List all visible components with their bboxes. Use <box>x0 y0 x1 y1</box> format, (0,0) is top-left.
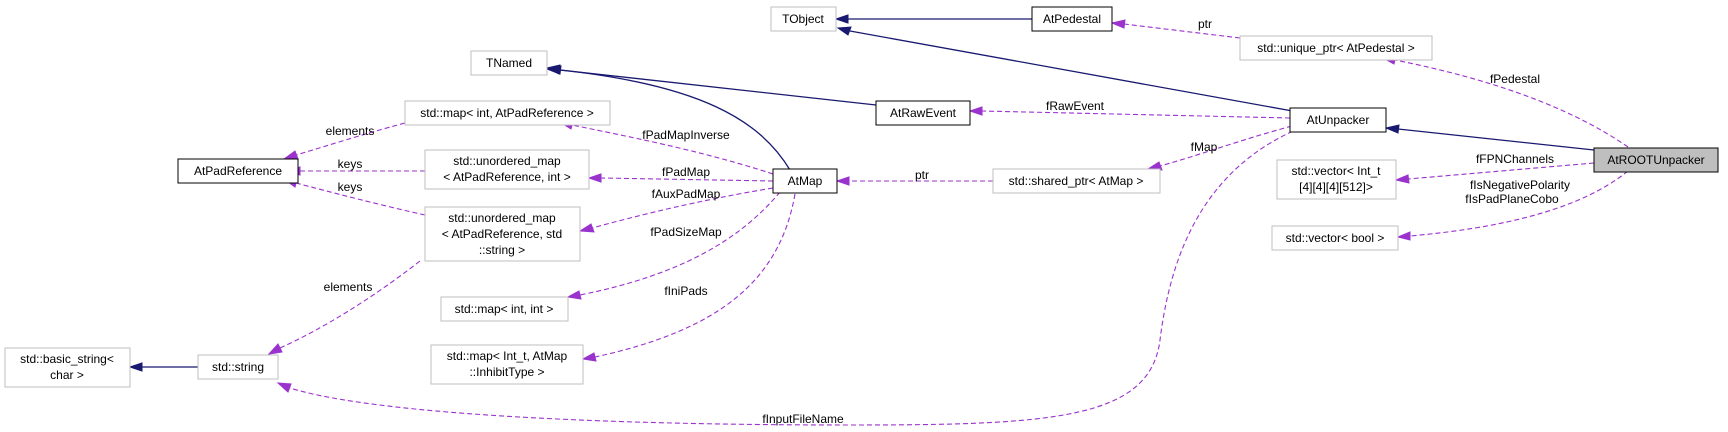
edge-stdstring-basicstring <box>128 362 198 372</box>
node-label: AtUnpacker <box>1307 113 1370 127</box>
node-tobject[interactable]: TObject <box>770 6 837 32</box>
edge-sharedptr-atmap: ptr <box>835 168 993 186</box>
node-atpadreference[interactable]: AtPadReference <box>177 158 299 184</box>
node-vector-bool[interactable]: std::vector< bool > <box>1271 225 1399 251</box>
node-atmap[interactable]: AtMap <box>772 168 838 194</box>
node-label-line1: std::basic_string< <box>20 352 114 366</box>
label-frawevent: fRawEvent <box>1046 99 1105 113</box>
edge-unorderedint-atpadreference: keys <box>286 157 425 176</box>
node-label: AtRawEvent <box>890 106 957 120</box>
edge-atrootunpacker-vectorbool: fIsNegativePolarity fIsPadPlaneCobo <box>1396 170 1629 241</box>
node-label-line1: std::unordered_map <box>453 154 561 168</box>
edge-atunpacker-tobject <box>836 26 1299 113</box>
node-label: AtROOTUnpacker <box>1607 153 1704 167</box>
node-unique-ptr-atpedestal[interactable]: std::unique_ptr< AtPedestal > <box>1239 35 1433 61</box>
edge-atunpacker-stdstring: fInputFileName <box>276 127 1301 426</box>
node-label: std::unique_ptr< AtPedestal > <box>1257 41 1414 55</box>
edge-atrootunpacker-vectorint: fFPNChannels <box>1394 152 1595 184</box>
label-fpedestal: fPedestal <box>1490 72 1540 86</box>
label-ffpnchannels: fFPNChannels <box>1476 152 1554 166</box>
edge-atpedestal-tobject <box>834 14 1032 24</box>
node-label-line3: ::string > <box>479 243 525 257</box>
node-map-int-atpadreference[interactable]: std::map< int, AtPadReference > <box>404 100 611 126</box>
node-label: TObject <box>782 12 824 26</box>
edge-atunpacker-sharedptr: fMap <box>1146 125 1293 171</box>
label-fpadsizemap: fPadSizeMap <box>650 225 722 239</box>
node-label: std::map< int, AtPadReference > <box>420 106 593 120</box>
node-label-line2: char > <box>50 368 84 382</box>
label-fauxpadmap: fAuxPadMap <box>652 187 721 201</box>
node-atrootunpacker[interactable]: AtROOTUnpacker <box>1593 147 1719 173</box>
label-ptr-map: ptr <box>915 168 929 182</box>
node-label-line2: [4][4][4][512]> <box>1299 180 1373 194</box>
node-atunpacker[interactable]: AtUnpacker <box>1289 107 1387 133</box>
node-label: TNamed <box>486 56 532 70</box>
label-fisnegativepolarity: fIsNegativePolarity <box>1470 178 1570 192</box>
node-label-line2: < AtPadReference, std <box>442 227 562 241</box>
node-label-line2: < AtPadReference, int > <box>443 170 570 184</box>
node-label: AtPadReference <box>194 164 282 178</box>
node-label-line1: std::vector< Int_t <box>1291 164 1381 178</box>
node-unordered-map-atpadreference-string[interactable]: std::unordered_map < AtPadReference, std… <box>424 206 581 262</box>
node-label-line1: std::unordered_map <box>448 211 556 225</box>
edge-atmap-tnamed <box>545 65 791 171</box>
node-atpedestal[interactable]: AtPedestal <box>1031 6 1113 32</box>
edge-unorderedstring-stdstring: elements <box>267 260 421 355</box>
node-std-string[interactable]: std::string <box>197 354 279 380</box>
node-label-line1: std::map< Int_t, AtMap <box>447 349 568 363</box>
node-label: std::shared_ptr< AtMap > <box>1009 174 1144 188</box>
label-ptr-pedestal: ptr <box>1198 17 1212 31</box>
label-elements-string: elements <box>324 280 373 294</box>
node-vector-int-t[interactable]: std::vector< Int_t [4][4][4][512]> <box>1276 159 1397 200</box>
node-shared-ptr-atmap[interactable]: std::shared_ptr< AtMap > <box>992 168 1161 194</box>
edge-mapintpadref-atpadreference: elements <box>282 122 406 160</box>
node-label: std::string <box>212 360 264 374</box>
label-keys-unordered-string: keys <box>338 180 363 194</box>
node-basic-string[interactable]: std::basic_string< char > <box>4 347 131 388</box>
label-fpadmapinverse: fPadMapInverse <box>642 128 730 142</box>
edge-uniqueptr-atpedestal: ptr <box>1110 17 1241 39</box>
edge-atmap-unorderedstring: fAuxPadMap <box>578 187 774 233</box>
node-atrawevent[interactable]: AtRawEvent <box>875 100 971 126</box>
node-map-int-t-inhibittype[interactable]: std::map< Int_t, AtMap ::InhibitType > <box>430 344 584 385</box>
edge-unorderedstring-atpadreference: keys <box>282 178 426 216</box>
node-label: AtMap <box>788 174 823 188</box>
node-label: std::vector< bool > <box>1286 231 1385 245</box>
label-finipads: fIniPads <box>664 284 707 298</box>
node-label: AtPedestal <box>1043 12 1101 26</box>
label-fpadmap: fPadMap <box>662 165 710 179</box>
edge-atunpacker-atrawevent: fRawEvent <box>968 99 1291 119</box>
label-keys-unordered-int: keys <box>338 157 363 171</box>
label-fispadplanecobo: fIsPadPlaneCobo <box>1465 192 1559 206</box>
node-label-line2: ::InhibitType > <box>469 365 544 379</box>
node-unordered-map-atpadreference-int[interactable]: std::unordered_map < AtPadReference, int… <box>424 149 590 190</box>
edge-atrawevent-tnamed <box>545 64 877 106</box>
label-elements-map: elements <box>326 124 375 138</box>
node-map-int-int[interactable]: std::map< int, int > <box>440 296 569 322</box>
node-tnamed[interactable]: TNamed <box>470 50 548 76</box>
edge-atrootunpacker-uniqueptr: fPedestal <box>1381 54 1629 148</box>
edge-atmap-unorderedint: fPadMap <box>587 165 774 183</box>
edge-atmap-mapinhibit: fIniPads <box>581 193 796 362</box>
label-finputfilename: fInputFileName <box>762 412 844 426</box>
node-label: std::map< int, int > <box>455 302 554 316</box>
edge-atmap-mapintint: fPadSizeMap <box>566 191 781 300</box>
label-fmap: fMap <box>1191 140 1218 154</box>
edge-atrootunpacker-atunpacker <box>1384 124 1595 151</box>
